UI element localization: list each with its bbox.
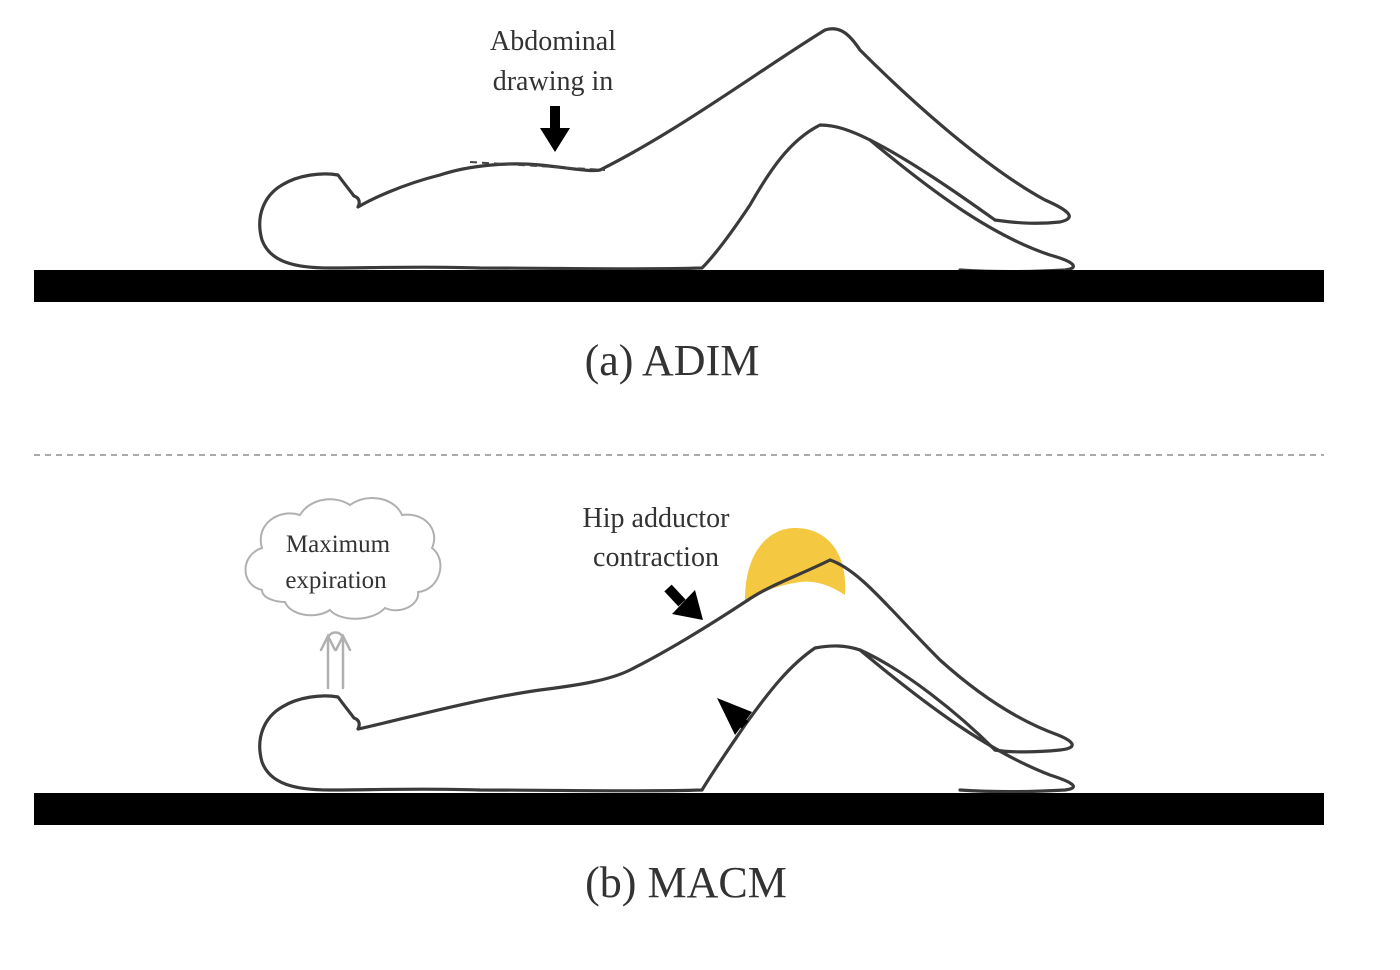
abdomen-dashed-line <box>469 161 606 171</box>
floor-a <box>34 270 1324 302</box>
arrow-inner-thigh-icon <box>717 698 752 735</box>
floor-b <box>34 793 1324 825</box>
figure-a-near-leg <box>868 138 1076 274</box>
figure-a-body <box>258 123 997 271</box>
panel-b: Maximum expiration Hip adductor contract… <box>34 497 1324 907</box>
arrow-adductor-icon <box>664 584 703 620</box>
figure-b-far-leg <box>746 558 1074 754</box>
breath-arrows-icon <box>319 631 352 690</box>
abdominal-label-line1: Abdominal <box>490 26 616 57</box>
cloud-label-line2: expiration <box>285 567 387 594</box>
abdominal-label-line2: drawing in <box>493 66 614 97</box>
figure-b-body <box>258 598 997 793</box>
cloud-label-line1: Maximum <box>286 531 391 558</box>
ball-icon <box>745 528 846 600</box>
figure-b-near-leg <box>858 648 1076 794</box>
figure-a-far-leg <box>598 27 1071 225</box>
hip-adductor-label-line1: Hip adductor <box>583 503 731 534</box>
caption-b: (b) MACM <box>585 858 787 907</box>
panel-a: Abdominal drawing in (a) ADIM <box>34 26 1324 385</box>
arrow-down-icon <box>540 106 570 152</box>
caption-a: (a) ADIM <box>585 336 760 385</box>
cloud-icon <box>244 497 442 620</box>
hip-adductor-label-line2: contraction <box>593 542 719 573</box>
